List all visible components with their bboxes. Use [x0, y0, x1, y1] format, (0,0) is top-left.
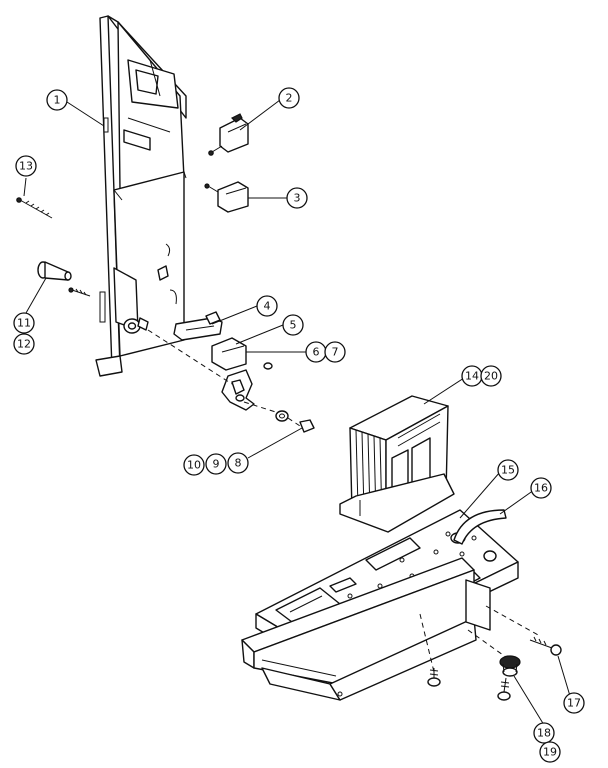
actuator-cam: [147, 329, 315, 433]
callout-4-label: 4: [264, 300, 271, 313]
callout-11-label: 11: [17, 317, 31, 330]
callout-3: 3: [286, 187, 308, 209]
callout-2-label: 2: [286, 92, 293, 105]
callout-8: 8: [227, 452, 249, 474]
foot-18: [499, 655, 521, 677]
callout-11: 11: [13, 312, 35, 334]
leader-lines: [23, 99, 571, 726]
switch-2: [208, 113, 249, 156]
switch-5: [211, 337, 266, 371]
callout-10: 10: [183, 454, 205, 476]
callout-9-label: 9: [213, 458, 220, 471]
callout-3-label: 3: [294, 192, 301, 205]
callout-2: 2: [278, 87, 300, 109]
switch-3: [204, 181, 249, 213]
callout-6-label: 6: [313, 346, 320, 359]
callout-5-label: 5: [290, 319, 297, 332]
tube-16: [453, 509, 507, 545]
screw-bottom: [427, 668, 441, 687]
callout-14-label: 14: [465, 370, 479, 383]
transformer: [339, 395, 455, 533]
callout-17: 17: [563, 692, 585, 714]
callout-20: 20: [480, 365, 502, 387]
callout-16-label: 16: [534, 482, 548, 495]
screw-19: [497, 677, 511, 701]
callout-1: 1: [46, 89, 68, 111]
screw-17: [529, 636, 562, 656]
callout-12: 12: [13, 333, 35, 355]
callout-18-label: 18: [537, 727, 551, 740]
lower-frame: [241, 557, 541, 701]
callout-7: 7: [324, 341, 346, 363]
callout-13: 13: [15, 155, 37, 177]
callout-4: 4: [256, 295, 278, 317]
pin-11-12: [37, 261, 72, 281]
callout-13-label: 13: [19, 160, 33, 173]
callout-19-label: 19: [543, 746, 557, 759]
screw-13: [16, 197, 53, 219]
callout-6: 6: [305, 341, 327, 363]
callout-14: 14: [461, 365, 483, 387]
callout-5: 5: [282, 314, 304, 336]
callout-17-label: 17: [567, 697, 581, 710]
callout-18: 18: [533, 722, 555, 744]
screw-small: [68, 287, 91, 297]
callout-10-label: 10: [187, 459, 201, 472]
callout-1-label: 1: [54, 94, 61, 107]
callout-19: 19: [539, 741, 561, 763]
callout-9: 9: [205, 453, 227, 475]
callout-7-label: 7: [332, 346, 339, 359]
callout-16: 16: [530, 477, 552, 499]
latch-bracket: [95, 15, 187, 377]
callout-8-label: 8: [235, 457, 242, 470]
lever-4: [173, 311, 223, 341]
callout-15: 15: [497, 459, 519, 481]
callout-12-label: 12: [17, 338, 31, 351]
callout-20-label: 20: [484, 370, 498, 383]
callout-15-label: 15: [501, 464, 515, 477]
